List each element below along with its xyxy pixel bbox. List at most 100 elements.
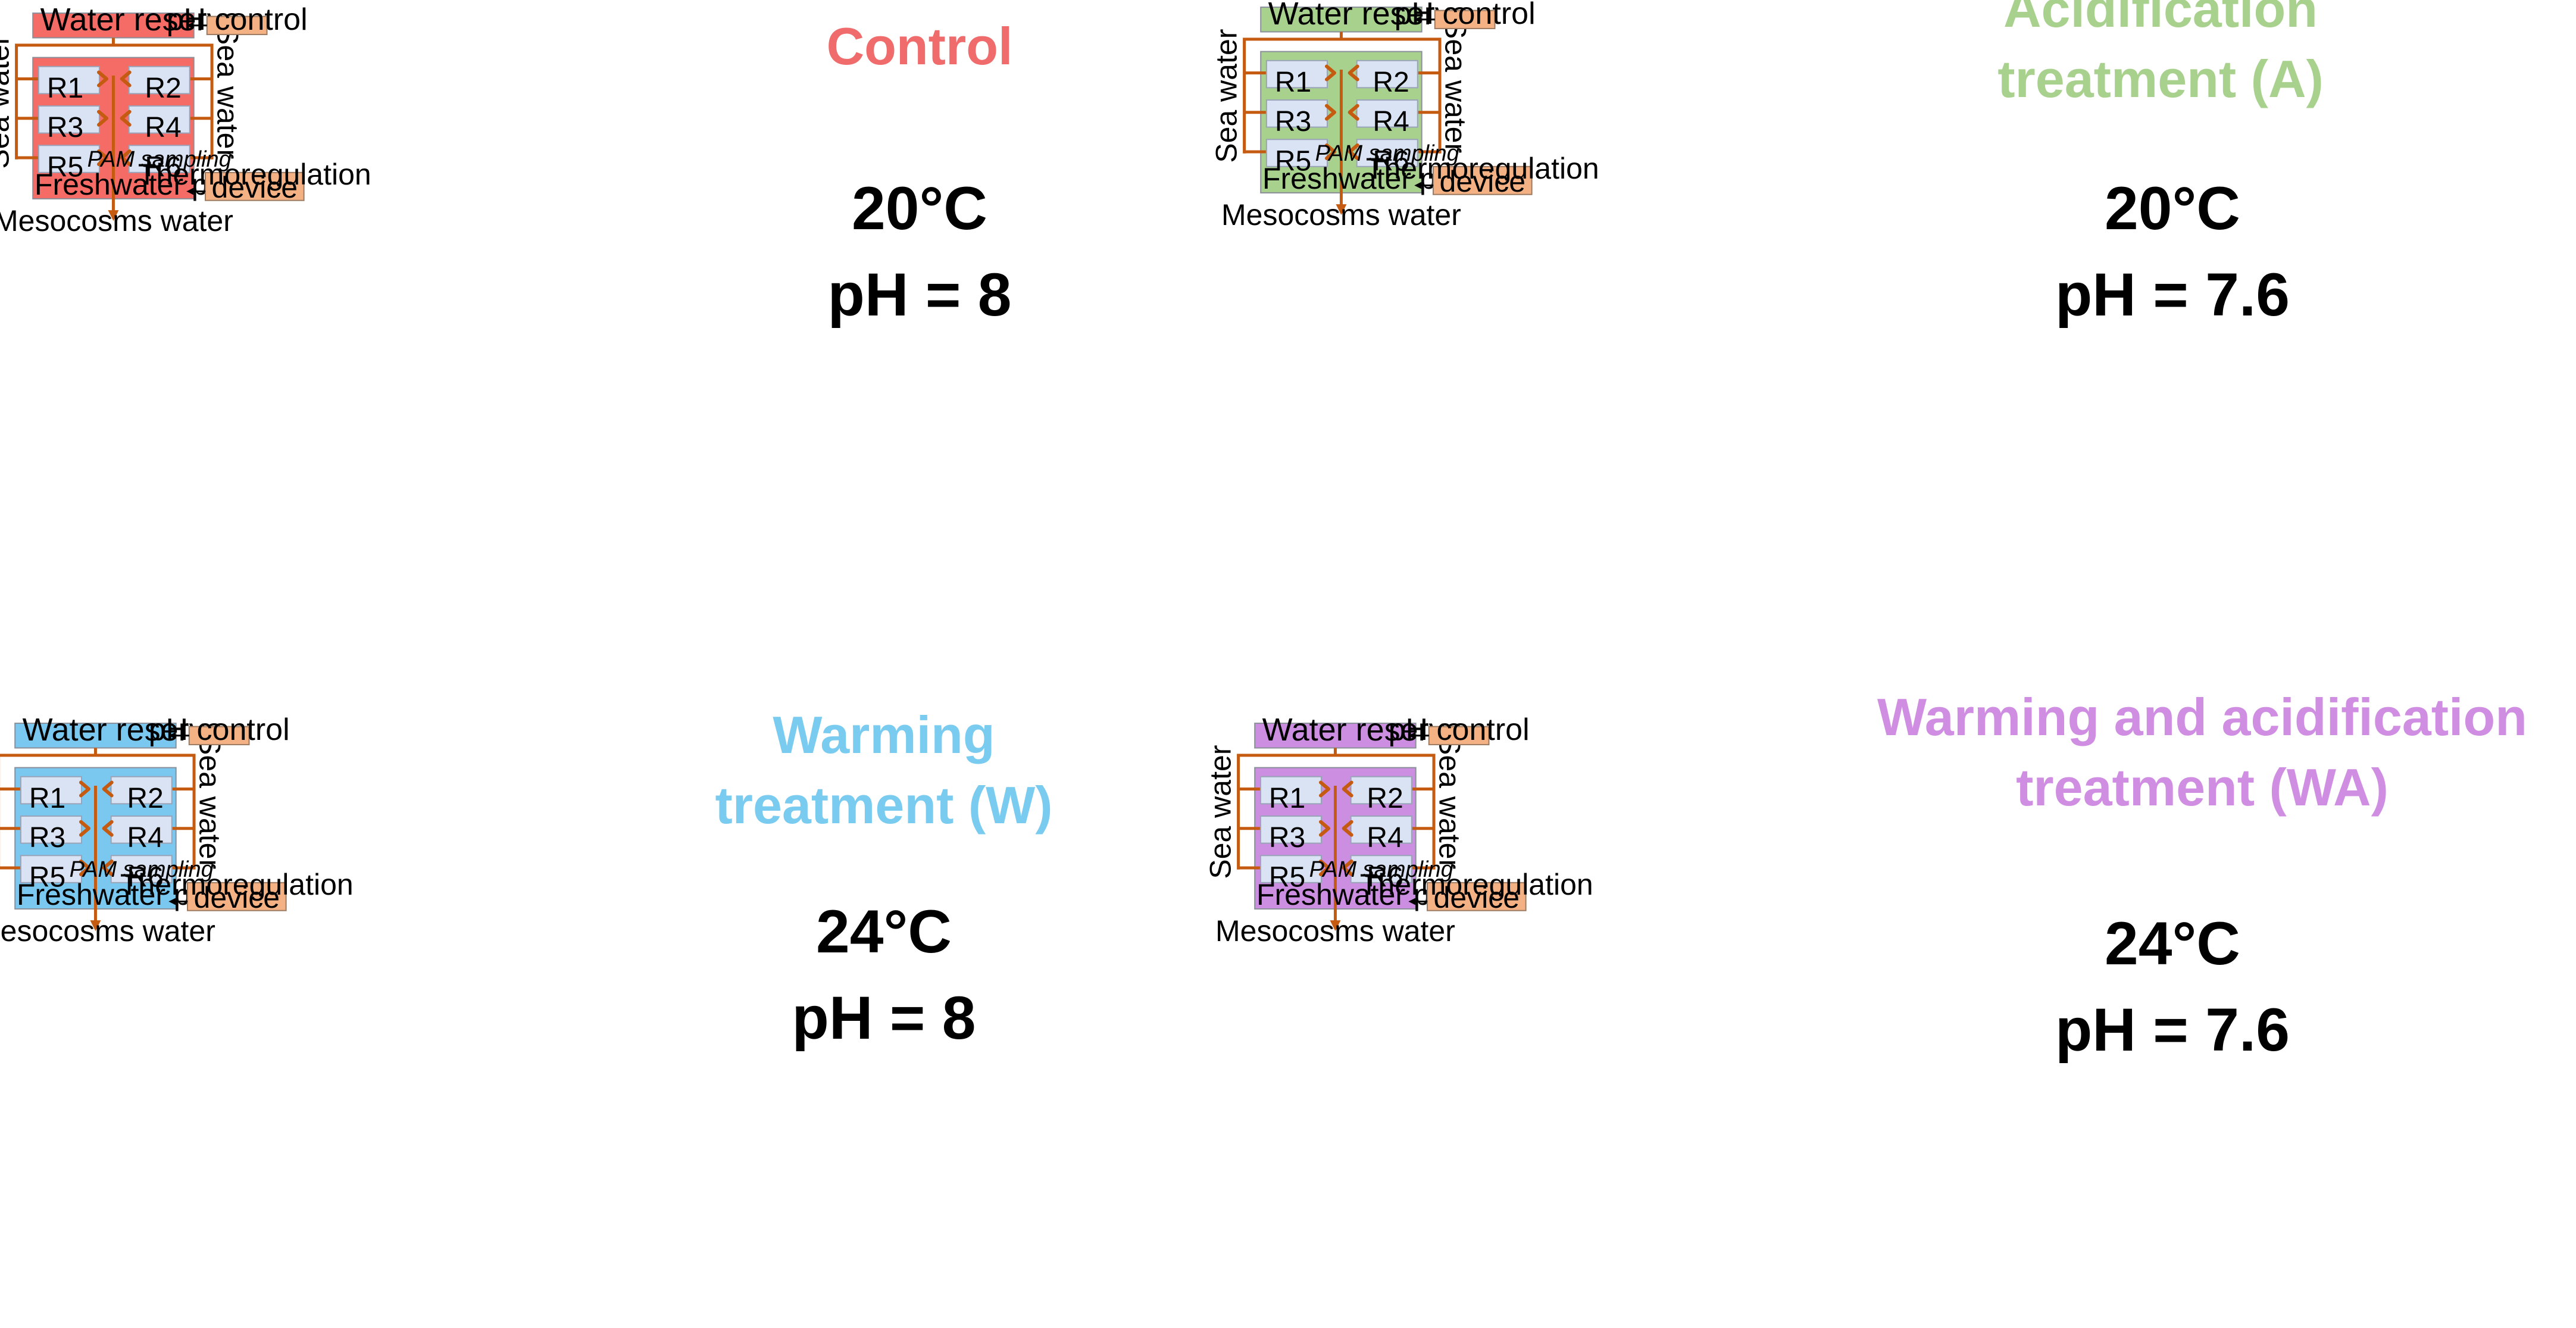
tank-label-r2: R2 (127, 783, 163, 814)
thermoregulation-box (205, 171, 305, 201)
tank-r4 (128, 105, 190, 134)
pam-sampling-label: PAM sampling (1315, 141, 1459, 166)
thermoregulation-label-line1: Thermoregulation (1366, 152, 1599, 185)
inflow-chevron-r4 (120, 110, 132, 127)
panel-title-line-2: treatment (WA) (2016, 758, 2389, 817)
tank-label-r2: R2 (1367, 783, 1403, 814)
outflow-arrow-head (1336, 204, 1347, 215)
outflow-arrow-head (108, 210, 119, 221)
inflow-chevron-r1 (1318, 780, 1330, 798)
ph-control-label: pH control (149, 713, 290, 747)
inflow-chevron-r5 (1318, 859, 1330, 876)
temperature-value: 20°C (852, 174, 987, 242)
tank-label-r6: R6 (127, 861, 163, 893)
temperature-value: 24°C (816, 898, 952, 965)
tank-r4 (110, 815, 173, 844)
inflow-chevron-r5 (1324, 143, 1336, 160)
panel-title-line-1: Warming (773, 705, 995, 764)
pam-sampling-label: PAM sampling (1309, 857, 1453, 882)
thermoregulation-box (187, 882, 287, 911)
ph-value: pH = 8 (828, 261, 1012, 329)
tank-r1 (20, 776, 82, 805)
inflow-chevron-r5 (96, 149, 108, 166)
ph-control-box (1434, 10, 1496, 29)
tank-r2 (128, 65, 190, 95)
sea-water-label-right: Sea water (1433, 735, 1467, 869)
sea-water-label-left: Sea water (1209, 29, 1243, 163)
inflow-chevron-r6 (1348, 143, 1359, 160)
mesocosms-water-label: Mesocosms water (1221, 198, 1461, 232)
outflow-arrow-head (1330, 920, 1341, 932)
ph-control-label: pH control (1389, 713, 1530, 747)
pam-sampling-label: PAM sampling (70, 857, 214, 882)
tank-r6 (1356, 139, 1418, 167)
inflow-chevron-r3 (96, 110, 108, 127)
ph-value: pH = 8 (792, 984, 976, 1052)
panel-title-line-2: treatment (W) (715, 776, 1052, 835)
tank-r5 (20, 855, 82, 883)
tank-label-r1: R1 (1269, 783, 1305, 814)
tank-label-r4: R4 (1373, 106, 1409, 138)
sea-water-loop (0, 754, 196, 870)
inflow-chevron-r4 (102, 820, 114, 837)
panel-title-line-1: Acidification (2003, 0, 2318, 38)
tank-label-r6: R6 (1373, 145, 1409, 177)
temperature-value: 24°C (2105, 910, 2240, 977)
tank-r5 (1265, 139, 1328, 167)
tank-r3 (1259, 815, 1322, 844)
panel-title-line-2: treatment (A) (1997, 49, 2324, 108)
tank-label-r4: R4 (1367, 822, 1403, 854)
sea-water-loop (1237, 754, 1436, 870)
tank-r6 (1350, 855, 1412, 883)
tank-r1 (1259, 776, 1322, 805)
thermoregulation-label-line2: device (1440, 165, 1526, 198)
sea-water-label-left: Sea water (0, 35, 15, 169)
tank-r3 (37, 105, 100, 134)
tank-r6 (128, 145, 190, 173)
inflow-chevron-r3 (79, 820, 90, 837)
thermoregulation-label-line2: device (1434, 881, 1520, 914)
water-reserve-box (32, 13, 195, 39)
inflow-chevron-r4 (1342, 820, 1353, 837)
ph-control-box (188, 726, 250, 745)
thermoregulation-arrow-head (1408, 898, 1416, 905)
ph-control-label: pH control (167, 2, 308, 37)
sea-water-label-right: Sea water (211, 25, 245, 159)
tank-label-r5: R5 (1275, 145, 1311, 177)
inflow-chevron-r2 (1342, 780, 1353, 798)
tank-label-r3: R3 (1275, 106, 1311, 138)
inflow-chevron-r1 (79, 780, 90, 798)
inflow-chevron-r1 (1324, 64, 1336, 82)
thermoregulation-arrow-head (168, 898, 176, 905)
tank-label-r4: R4 (145, 112, 181, 143)
ph-control-arrow-head (1408, 732, 1416, 739)
inflow-chevron-r3 (1318, 820, 1330, 837)
tank-r1 (37, 65, 100, 95)
temperature-value: 20°C (2105, 174, 2240, 242)
ph-control-label: pH control (1395, 0, 1536, 31)
tank-label-r1: R1 (47, 73, 83, 104)
thermoregulation-arrow-head (186, 188, 194, 195)
water-reserve-box (14, 723, 177, 749)
inflow-chevron-r2 (102, 780, 114, 798)
tank-r4 (1350, 815, 1412, 844)
outflow-arrow-head (90, 920, 101, 932)
thermoregulation-box (1433, 165, 1533, 195)
panel-title-line-1: Warming and acidification (1877, 688, 2527, 746)
tank-label-r2: R2 (1373, 67, 1409, 98)
inflow-chevron-r4 (1348, 104, 1359, 121)
tank-r1 (1265, 60, 1328, 89)
inflow-chevron-r6 (120, 149, 132, 166)
tank-label-r3: R3 (47, 112, 83, 143)
pam-sampling-label: PAM sampling (87, 147, 232, 172)
tank-r2 (1350, 776, 1412, 805)
tank-label-r5: R5 (47, 151, 83, 183)
ph-control-arrow-head (168, 732, 176, 739)
tank-label-r1: R1 (1275, 67, 1311, 98)
thermoregulation-label-line2: device (194, 881, 280, 914)
